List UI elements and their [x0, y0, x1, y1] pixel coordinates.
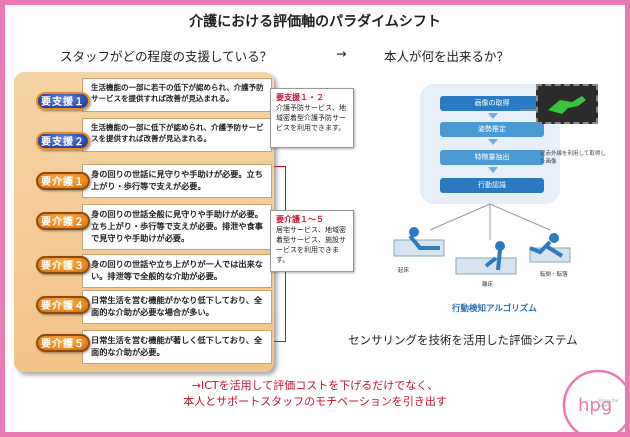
care-level-description: 身の回りの世話に見守りや手助けが必要。立ち上がり・歩行等で支えが必要。: [91, 169, 263, 191]
logo-mark: hpg: [578, 395, 612, 416]
subtitle-right: 本人が何を出来るか？: [384, 49, 510, 64]
infrared-image: [536, 84, 598, 124]
step-arrow-icon: [488, 139, 498, 145]
support-services-text: 介護予防サービス、地域密着型介護予防サービスを利用できます。: [276, 104, 346, 132]
bottom-message-line: →ICTを活用して評価コストを下げるだけでなく、: [191, 379, 439, 392]
care-level-badge: 要支援２: [36, 132, 90, 150]
scene-label: 起床: [398, 268, 410, 274]
infrared-caption: 近赤外線を利用して取得した画像: [540, 151, 606, 165]
care-level-badge: 要介護３: [36, 256, 90, 274]
care-level-description: 生活機能の一部に低下が認められ、介護予防サービスを提供すれば改善が見込まれる。: [91, 123, 264, 143]
care-level-row: 生活機能の一部に若干の低下が認められ、介護予防サービスを提供すれば改善が見込まれ…: [82, 78, 272, 112]
algorithm-step: 姿勢推定: [440, 122, 544, 137]
subtitle-left: スタッフがどの程度の支援している？: [60, 49, 273, 64]
care-level-description: 生活機能の一部に若干の低下が認められ、介護予防サービスを提供すれば改善が見込まれ…: [91, 83, 264, 103]
algorithm-step: 行動認識: [440, 178, 544, 193]
scene-label: 転倒・転落: [540, 272, 568, 278]
care-level-badge: 要介護４: [36, 296, 90, 314]
step-arrow-icon: [488, 113, 498, 119]
behavior-detection-diagram: 画像の取得 姿勢推定 特徴量抽出 行動認識 近赤外線を利用して取得した画像 起床…: [380, 80, 610, 320]
care-level-badge: 要介護５: [36, 334, 90, 352]
care-level-badge: 要介護２: [36, 212, 90, 230]
algorithm-label: 行動検知アルゴリズム: [452, 304, 537, 314]
bottom-message-line: 本人とサポートスタッフのモチベーションを引き出す: [183, 395, 447, 408]
infrared-figure-icon: [548, 96, 586, 114]
care-level-description: 日常生活を営む機能が著しく低下しており、全面的な介助が必要。: [91, 335, 263, 357]
care-services-box: 要介護１～５ 居宅サービス、地域密着型サービス、施設サービスを利用できます。: [270, 210, 354, 272]
support-services-heading: 要支援１・２: [276, 93, 324, 102]
company-logo-icon: hpg: [562, 369, 628, 435]
care-services-heading: 要介護１～５: [276, 215, 324, 224]
support-services-box: 要支援１・２ 介護予防サービス、地域密着型介護予防サービスを利用できます。: [270, 88, 354, 148]
care-level-row: 身の回りの世話に見守りや手助けが必要。立ち上がり・歩行等で支えが必要。: [82, 164, 272, 198]
scene-label: 離床: [482, 282, 494, 288]
care-level-row: 身の回りの世話や立ち上がりが一人では出来ない。排泄等で全般的な介助が必要。: [82, 254, 272, 288]
care-level-description: 身の回りの世話や立ち上がりが一人では出来ない。排泄等で全般的な介助が必要。: [91, 259, 263, 281]
step-arrow-icon: [488, 167, 498, 173]
care-level-row: 身の回りの世話全般に見守りや手助けが必要。立ち上がり・歩行等で支えが必要。排泄や…: [82, 204, 272, 250]
logo-tagline: Shape the future: [598, 398, 619, 408]
care-services-text: 居宅サービス、地域密着型サービス、施設サービスを利用できます。: [276, 226, 346, 264]
slide-title: 介護における評価軸のパラダイムシフト: [189, 14, 441, 30]
algorithm-step: 画像の取得: [440, 96, 544, 111]
sensing-caption: センサリングを技術を活用した評価システム: [348, 333, 578, 347]
care-level-description: 日常生活を営む機能がかなり低下しており、全面的な介助が必要な場合が多い。: [91, 295, 263, 317]
care-level-description: 身の回りの世話全般に見守りや手助けが必要。立ち上がり・歩行等で支えが必要。排泄や…: [91, 209, 263, 243]
care-level-row: 生活機能の一部に低下が認められ、介護予防サービスを提供すれば改善が見込まれる。: [82, 118, 272, 152]
care-level-row: 日常生活を営む機能が著しく低下しており、全面的な介助が必要。: [82, 330, 272, 364]
care-level-badge: 要介護１: [36, 172, 90, 190]
bottom-message: →ICTを活用して評価コストを下げるだけでなく、 本人とサポートスタッフのモチベ…: [0, 378, 630, 410]
algorithm-step: 特徴量抽出: [440, 150, 544, 165]
care-level-panel: 生活機能の一部に若干の低下が認められ、介護予防サービスを提供すれば改善が見込まれ…: [14, 72, 274, 372]
care-level-badge: 要支援１: [36, 92, 90, 110]
care-level-row: 日常生活を営む機能がかなり低下しており、全面的な介助が必要な場合が多い。: [82, 290, 272, 324]
subtitle-arrow: →: [336, 46, 347, 61]
diagram-connectors: [393, 109, 571, 275]
